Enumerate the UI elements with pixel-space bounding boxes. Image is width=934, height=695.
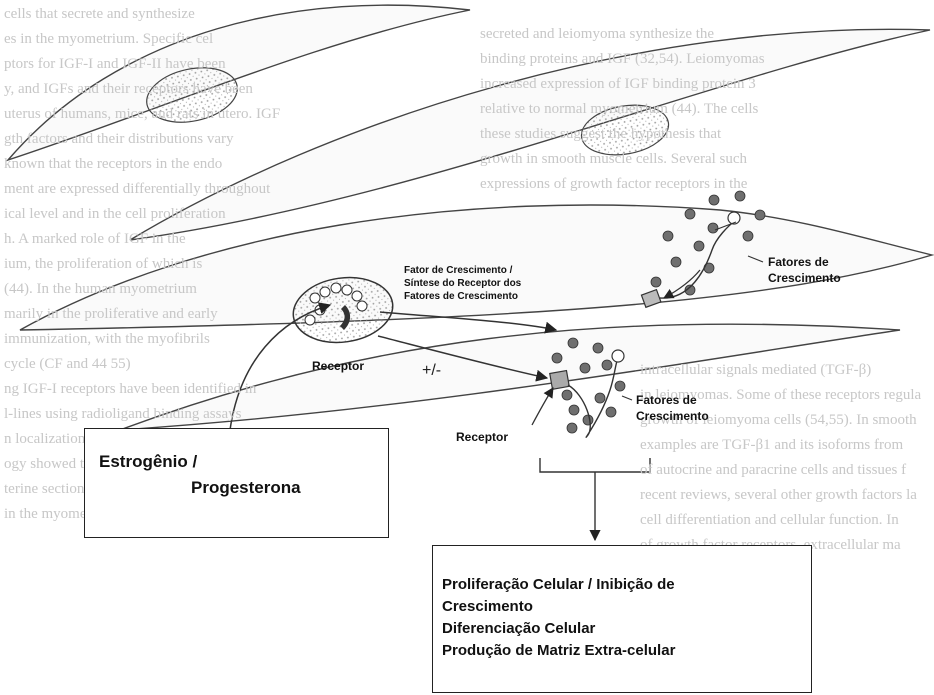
effects-box-line4: Produção de Matriz Extra-celular (442, 640, 811, 662)
effects-box-line1: Proliferação Celular / Inibição de (442, 574, 811, 596)
arrow-receptor-label-to-membrane (532, 388, 553, 425)
label-growth-factors-top: Fatores de Crescimento (768, 254, 841, 286)
hormone-box: Estrogênio / Progesterona (84, 428, 389, 538)
bracket-to-effects (540, 458, 650, 540)
label-receptor-nucleus: Receptor (312, 359, 364, 373)
effects-box-line3: Diferenciação Celular (442, 618, 811, 640)
label-receptor-membrane: Receptor (456, 430, 508, 444)
effects-box-line2: Crescimento (442, 596, 811, 618)
label-plus-minus: +/- (422, 362, 441, 380)
label-growth-factor-synthesis-line2: Síntese do Receptor dos (404, 277, 521, 290)
label-growth-factors-mid: Fatores de Crescimento (636, 392, 709, 424)
label-growth-factors-mid-line1: Fatores de (636, 392, 709, 408)
label-growth-factor-synthesis-line1: Fator de Crescimento / (404, 264, 521, 277)
label-growth-factor-synthesis-line3: Fatores de Crescimento (404, 290, 521, 303)
membrane-receptor-lower (550, 371, 570, 390)
effects-box: Proliferação Celular / Inibição de Cresc… (432, 545, 812, 693)
label-growth-factors-top-line2: Crescimento (768, 270, 841, 286)
label-growth-factors-mid-line2: Crescimento (636, 408, 709, 424)
hormone-box-line1: Estrogênio / (99, 449, 388, 475)
arrow-fatores-mid-leader (622, 396, 632, 400)
hormone-box-line2: Progesterona (99, 475, 388, 501)
label-growth-factor-synthesis: Fator de Crescimento / Síntese do Recept… (404, 264, 521, 303)
label-growth-factors-top-line1: Fatores de (768, 254, 841, 270)
